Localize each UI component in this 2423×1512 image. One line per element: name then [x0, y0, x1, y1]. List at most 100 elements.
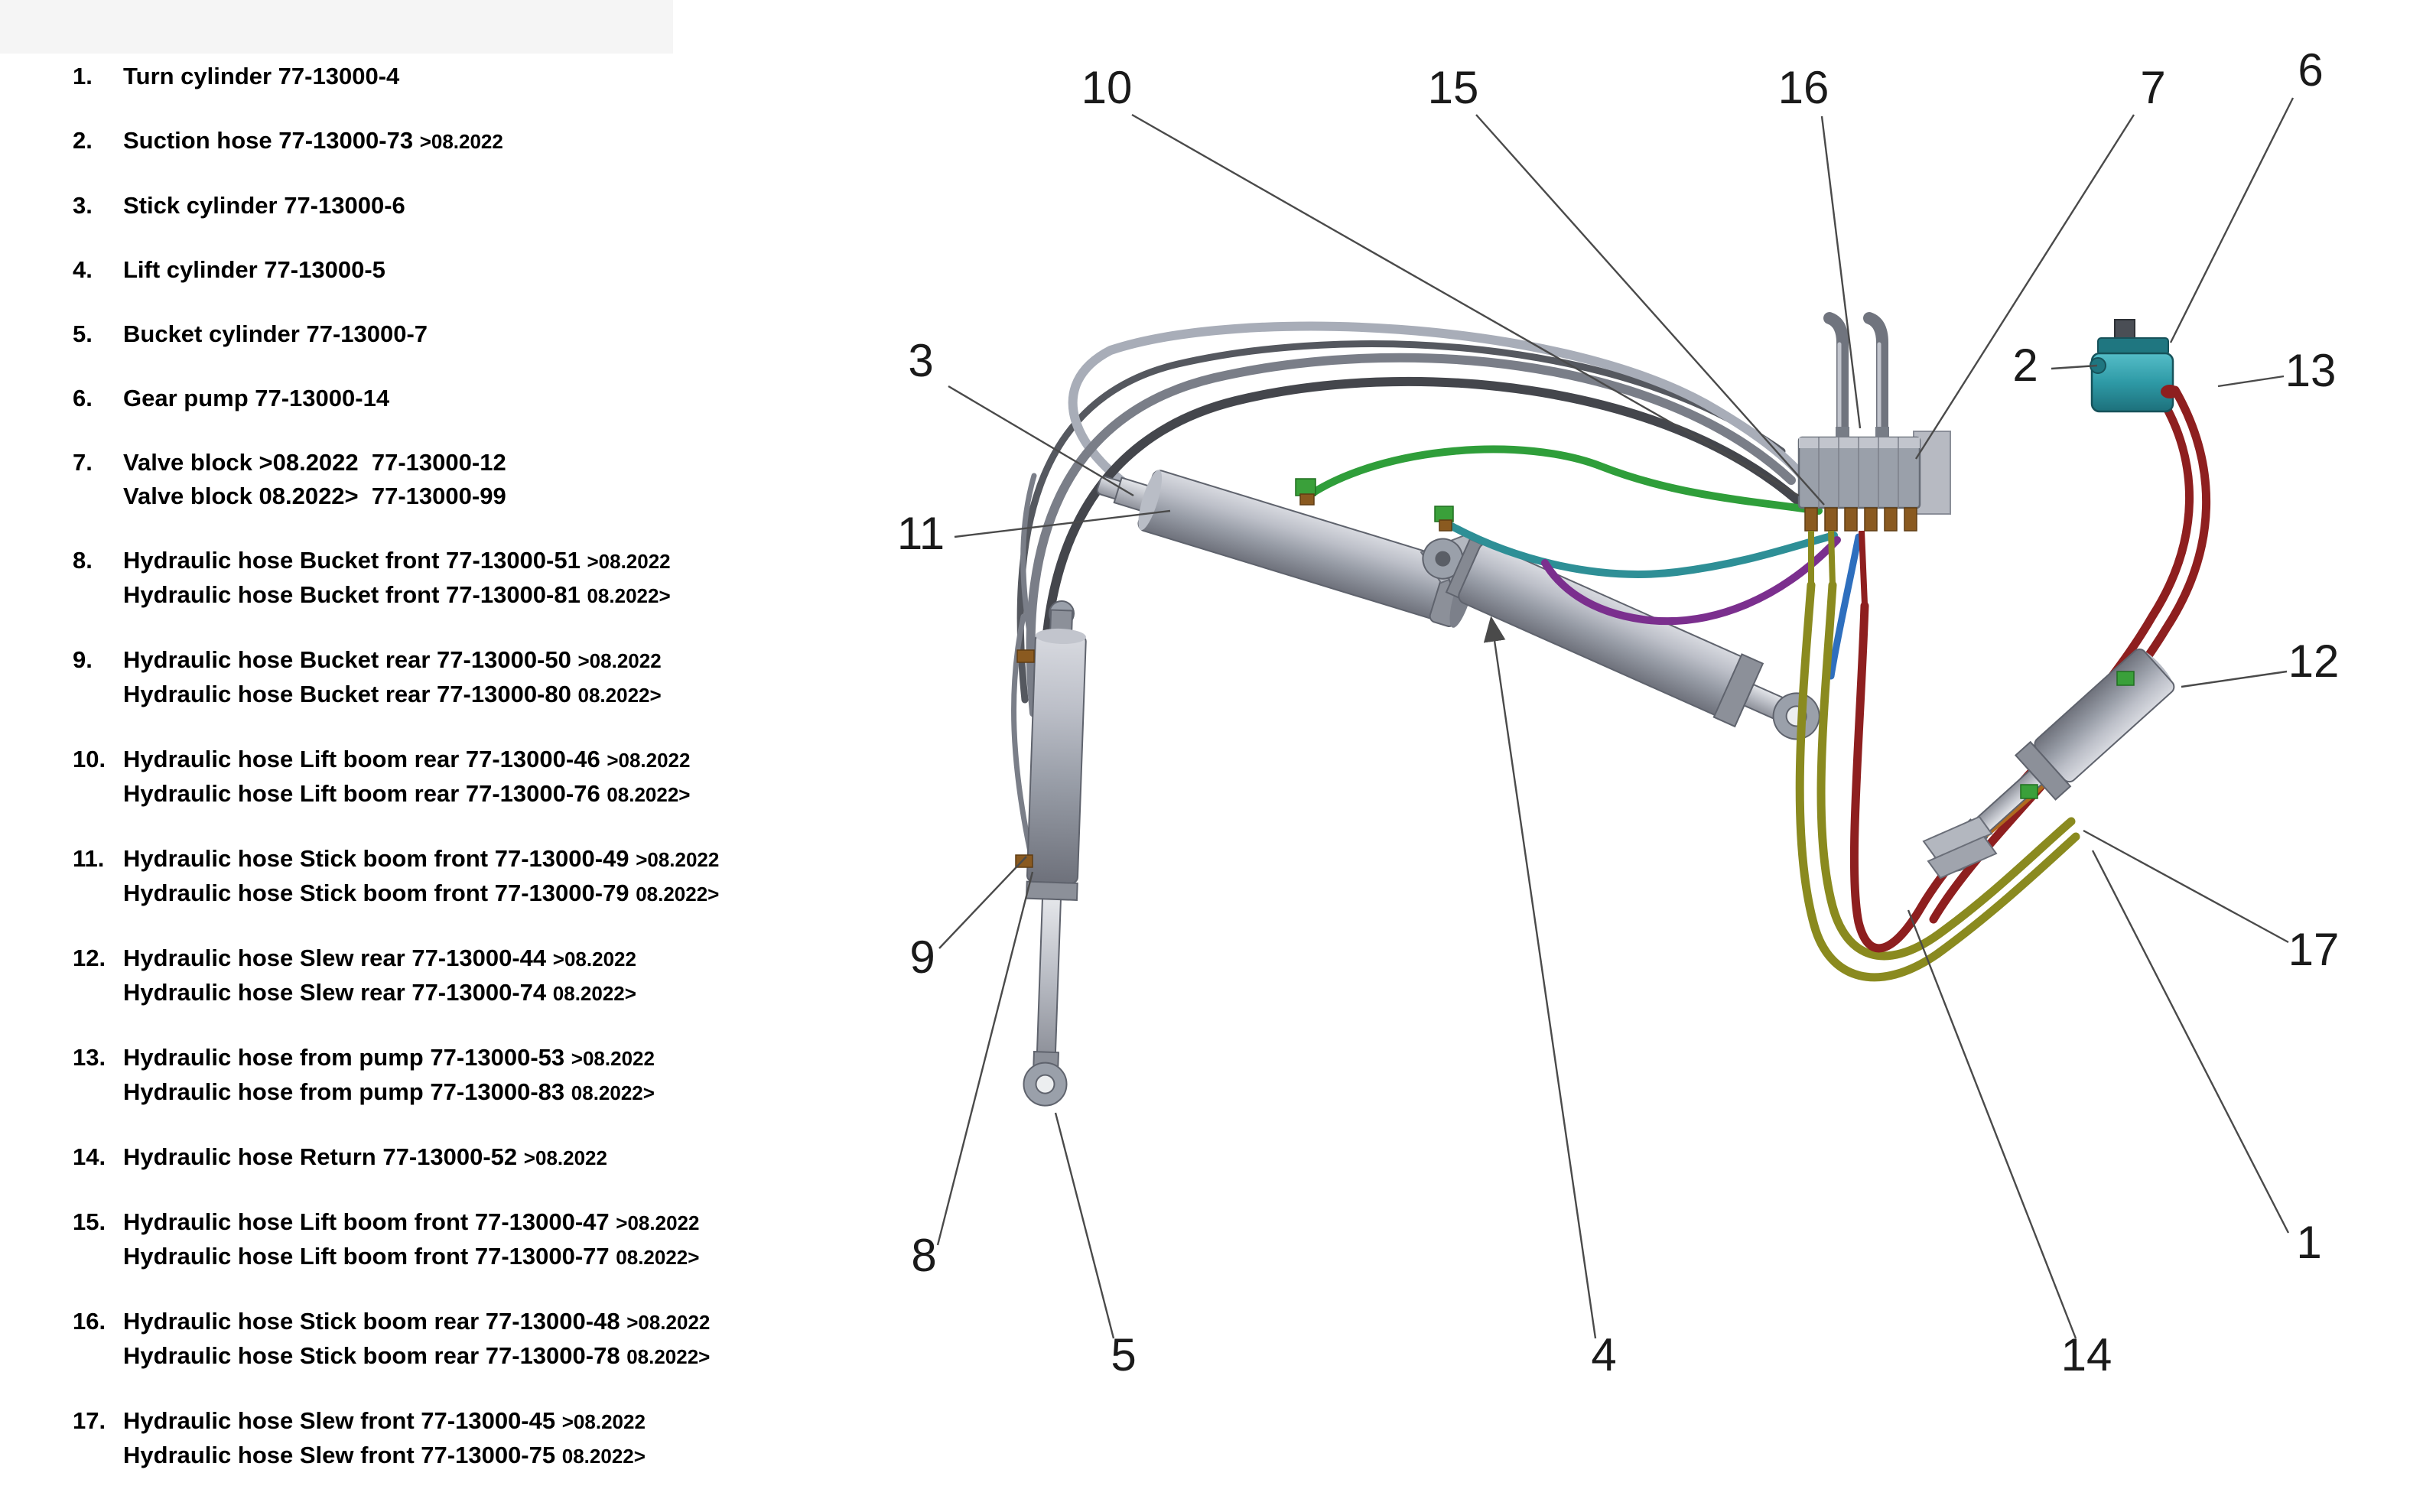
date-qualifier: 08.2022> [552, 982, 636, 1005]
leader-line-11 [954, 509, 1171, 538]
fitting-lift-green [1434, 506, 1454, 522]
part-item-14: 14. Hydraulic hose Return 77-13000-52 >08… [73, 1140, 895, 1175]
callout-8: 8 [911, 1230, 936, 1281]
date-qualifier: 08.2022> [607, 783, 691, 806]
callout-6: 6 [2298, 44, 2323, 96]
bucket-cylinder [1023, 600, 1087, 1107]
part-text: Hydraulic hose Slew rear 77-13000-74 08.… [123, 979, 636, 1006]
part-number: 11. [73, 845, 105, 872]
part-text: Hydraulic hose Return 77-13000-52 >08.20… [123, 1143, 607, 1170]
part-item-10: 10.Hydraulic hose Lift boom rear 77-1300… [73, 743, 895, 811]
part-text: Hydraulic hose Bucket rear 77-13000-80 0… [123, 681, 662, 707]
part-item-9: 9. Hydraulic hose Bucket rear 77-13000-50… [73, 643, 895, 712]
leader-line-1 [2091, 850, 2290, 1234]
valve-block [1797, 427, 1951, 605]
part-number: 9. [73, 646, 93, 673]
date-qualifier: >08.2022 [626, 1311, 711, 1334]
part-text: Hydraulic hose Lift boom front 77-13000-… [123, 1208, 700, 1235]
callout-4: 4 [1591, 1329, 1616, 1380]
part-number: 6. [73, 385, 93, 411]
part-item-8: 8.Hydraulic hose Bucket front 77-13000-5… [73, 544, 895, 613]
part-item-17: 17.Hydraulic hose Slew front 77-13000-45… [73, 1404, 895, 1473]
part-text: Hydraulic hose Stick boom front 77-13000… [123, 845, 720, 872]
part-item-11: 11. Hydraulic hose Stick boom front 77-13… [73, 842, 895, 911]
part-number: 5. [73, 320, 93, 347]
part-number: 1. [73, 63, 93, 89]
part-number: 15. [73, 1208, 106, 1235]
part-item-15: 15. Hydraulic hose Lift boom front 77-130… [73, 1205, 895, 1274]
part-text: Hydraulic hose Stick boom front 77-13000… [123, 880, 720, 906]
part-number: 8. [73, 547, 93, 574]
date-qualifier: 08.2022> [616, 1246, 700, 1269]
callout-9: 9 [909, 932, 935, 983]
part-item-5: 5.Bucket cylinder 77-13000-7 [73, 317, 895, 351]
part-text: Gear pump 77-13000-14 [123, 385, 390, 411]
fitting-bucket-upper [1016, 649, 1035, 663]
fitting-stick-brown [1299, 493, 1315, 506]
leader-line-4 [1483, 616, 1597, 1339]
part-text: Valve block 08.2022> 77-13000-99 [123, 483, 506, 509]
hose-lift-boom-front [1039, 376, 1803, 731]
callout-3: 3 [908, 335, 933, 386]
date-qualifier: 08.2022> [561, 1445, 646, 1468]
callout-17: 17 [2288, 924, 2340, 975]
callout-2: 2 [2012, 340, 2038, 391]
hose-suction [1929, 385, 2211, 924]
part-text: Hydraulic hose Lift boom front 77-13000-… [123, 1243, 700, 1270]
part-number: 3. [73, 192, 93, 219]
date-qualifier: >08.2022 [616, 1211, 700, 1234]
part-text: Hydraulic hose Bucket rear 77-13000-50 >… [123, 646, 662, 673]
part-item-16: 16. Hydraulic hose Stick boom rear 77-130… [73, 1305, 895, 1374]
leader-line-13 [2217, 375, 2285, 388]
part-text: Hydraulic hose from pump 77-13000-53 >08… [123, 1044, 655, 1071]
leader-line-17 [2083, 829, 2289, 944]
part-number: 2. [73, 127, 93, 154]
date-qualifier: 08.2022> [587, 584, 671, 607]
part-item-13: 13.Hydraulic hose from pump 77-13000-53 … [73, 1041, 895, 1110]
leader-line-6 [2169, 97, 2295, 343]
hose-from-pump [1849, 392, 2194, 953]
part-text: Valve block >08.2022 77-13000-12 [123, 449, 506, 476]
callout-11: 11 [897, 508, 945, 559]
top-left-shading [0, 0, 673, 54]
leader-line-5 [1054, 1112, 1115, 1339]
callout-1: 1 [2296, 1217, 2321, 1268]
leader-line-8 [936, 871, 1034, 1246]
hose-bucket-front [1020, 473, 1037, 659]
hose-green [1307, 445, 1823, 515]
lift-cylinder [1422, 538, 1820, 740]
hose-blue [1827, 533, 1862, 680]
slew-bracket [1922, 815, 1998, 880]
hose-stick-boom-front [1068, 321, 1807, 506]
part-text: Hydraulic hose Stick boom rear 77-13000-… [123, 1342, 711, 1369]
part-text: Hydraulic hose Lift boom rear 77-13000-7… [123, 780, 691, 807]
callout-10: 10 [1081, 62, 1133, 113]
leader-line-15 [1475, 114, 1825, 506]
part-text: Stick cylinder 77-13000-6 [123, 192, 405, 219]
part-number: 7. [73, 449, 93, 476]
date-qualifier: 08.2022> [626, 1345, 711, 1368]
date-qualifier: >08.2022 [587, 550, 671, 573]
part-item-3: 3. Stick cylinder 77-13000-6 [73, 189, 895, 223]
hose-lift-boom [1016, 340, 1786, 704]
date-qualifier: 08.2022> [571, 1081, 655, 1104]
part-text: Hydraulic hose Slew rear 77-13000-44 >08… [123, 945, 636, 971]
part-text: Lift cylinder 77-13000-5 [123, 256, 385, 283]
hose-bucket-rear [1011, 613, 1036, 866]
callout-5: 5 [1111, 1329, 1136, 1380]
part-text: Hydraulic hose Lift boom rear 77-13000-4… [123, 746, 691, 772]
leader-line-2 [2051, 364, 2098, 370]
stick-cylinder [1096, 470, 1475, 628]
leader-line-12 [2181, 670, 2288, 688]
part-number: 14. [73, 1143, 106, 1170]
part-item-6: 6. Gear pump 77-13000-14 [73, 382, 895, 415]
date-qualifier: >08.2022 [561, 1410, 646, 1433]
hose-purple [1541, 536, 1841, 626]
part-number: 16. [73, 1308, 106, 1335]
date-qualifier: >08.2022 [577, 649, 662, 672]
part-text: Hydraulic hose Bucket front 77-13000-81 … [123, 581, 671, 608]
colored-hoses [1307, 385, 2211, 982]
callout-13: 13 [2285, 345, 2337, 396]
